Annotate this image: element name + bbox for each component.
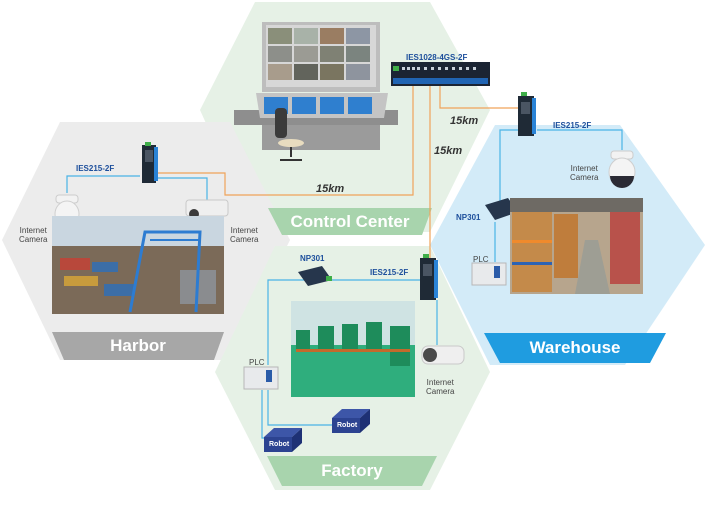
- harbor-switch-device[interactable]: [142, 142, 158, 183]
- control-center-banner: [268, 208, 432, 235]
- core-switch-device[interactable]: [391, 62, 490, 86]
- robot-2-label: Robot: [337, 422, 358, 429]
- factory-distance-label: 15km: [434, 145, 463, 157]
- factory-photo: [291, 301, 415, 397]
- factory-plc-device[interactable]: [243, 366, 279, 390]
- warehouse-title: Warehouse: [529, 338, 621, 357]
- eth-factory-robot2: [267, 390, 334, 426]
- harbor-photo: [52, 216, 224, 314]
- fiber-link-harbor: [158, 86, 414, 196]
- robot-1-label: Robot: [269, 441, 290, 448]
- factory-banner: [267, 456, 437, 486]
- harbor-title: Harbor: [110, 336, 166, 355]
- eth-harbor-left: [66, 175, 140, 193]
- warehouse-banner: [484, 333, 666, 363]
- eth-warehouse-np301: [499, 129, 520, 205]
- eth-warehouse-camera: [537, 129, 623, 150]
- factory-np301-label: NP301: [300, 254, 325, 263]
- harbor-banner: [52, 332, 224, 360]
- warehouse-np301-label: NP301: [456, 213, 481, 222]
- factory-np301-device[interactable]: [298, 266, 332, 286]
- core-switch-label: IES1028-4GS-2F: [406, 53, 468, 62]
- video-wall: [262, 22, 380, 92]
- harbor-switch-label: IES215-2F: [76, 164, 115, 173]
- operator-chair: [275, 108, 304, 161]
- eth-factory-np301: [267, 279, 420, 365]
- warehouse-distance-label: 15km: [450, 115, 479, 127]
- eth-harbor-right: [156, 177, 208, 205]
- warehouse-plc-device[interactable]: [471, 262, 507, 286]
- warehouse-switch-label: IES215-2F: [553, 121, 592, 130]
- harbor-distance-label: 15km: [316, 183, 345, 195]
- control-center-title: Control Center: [290, 212, 410, 231]
- factory-switch-label: IES215-2F: [370, 268, 409, 277]
- warehouse-photo: [510, 198, 643, 294]
- factory-switch-device[interactable]: [420, 254, 438, 300]
- fiber-link-warehouse: [439, 86, 520, 109]
- warehouse-switch-device[interactable]: [518, 92, 536, 136]
- robot-1-device[interactable]: [264, 428, 302, 452]
- robot-2-device[interactable]: [332, 409, 370, 433]
- factory-bullet-camera[interactable]: [421, 345, 465, 365]
- factory-plc-label: PLC: [249, 358, 265, 367]
- factory-title: Factory: [321, 461, 383, 480]
- warehouse-plc-label: PLC: [473, 255, 489, 264]
- warehouse-dome-camera[interactable]: [608, 150, 636, 188]
